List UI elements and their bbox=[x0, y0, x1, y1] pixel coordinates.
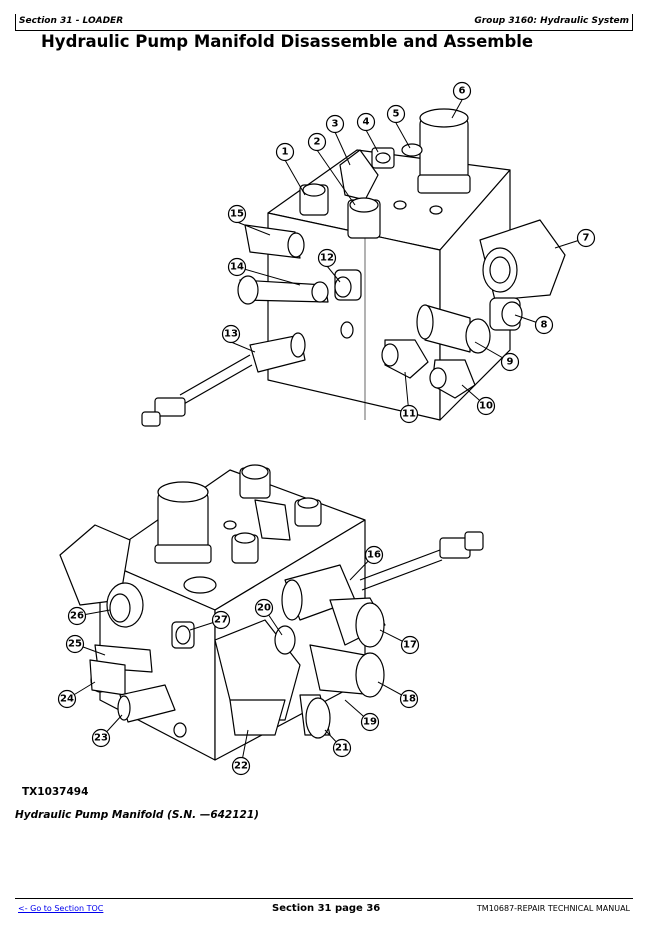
figure-caption: Hydraulic Pump Manifold (S.N. —642121) bbox=[15, 809, 259, 821]
callout-10: 10 bbox=[479, 401, 493, 412]
callout-24: 24 bbox=[60, 694, 74, 705]
page-number: Section 31 page 36 bbox=[272, 903, 381, 914]
callout-26: 26 bbox=[70, 611, 84, 622]
callout-19: 19 bbox=[363, 717, 377, 728]
callout-18: 18 bbox=[402, 694, 416, 705]
callout-25: 25 bbox=[68, 639, 82, 650]
callout-23: 23 bbox=[94, 733, 108, 744]
callout-17: 17 bbox=[403, 640, 417, 651]
callout-20: 20 bbox=[257, 603, 271, 614]
callout-1: 1 bbox=[282, 147, 289, 158]
callout-15: 15 bbox=[230, 209, 244, 220]
go-to-section-toc-link[interactable]: <- Go to Section TOC bbox=[18, 904, 104, 913]
callout-14: 14 bbox=[230, 262, 244, 273]
callout-21: 21 bbox=[335, 743, 349, 754]
callout-12: 12 bbox=[320, 253, 334, 264]
callout-27: 27 bbox=[214, 615, 228, 626]
callout-11: 11 bbox=[402, 409, 416, 420]
callout-13: 13 bbox=[224, 329, 238, 340]
callout-9: 9 bbox=[507, 357, 514, 368]
figure-id: TX1037494 bbox=[22, 786, 89, 798]
header-group: Group 3160: Hydraulic System bbox=[474, 16, 629, 26]
callout-5: 5 bbox=[393, 109, 400, 120]
manual-name: TM10687-REPAIR TECHNICAL MANUAL bbox=[476, 904, 630, 913]
callout-8: 8 bbox=[541, 320, 548, 331]
manifold-illustration: 1 2 3 4 5 6 7 8 9 10 11 12 13 14 15 16 1… bbox=[57, 81, 596, 776]
callout-2: 2 bbox=[314, 137, 321, 148]
callout-7: 7 bbox=[583, 233, 590, 244]
header-section: Section 31 - LOADER bbox=[19, 16, 124, 26]
page-title: Hydraulic Pump Manifold Disassemble and … bbox=[41, 32, 534, 51]
callout-22: 22 bbox=[234, 761, 248, 772]
callout-3: 3 bbox=[332, 119, 339, 130]
callout-4: 4 bbox=[363, 117, 370, 128]
callout-6: 6 bbox=[459, 86, 466, 97]
callout-16: 16 bbox=[367, 550, 381, 561]
